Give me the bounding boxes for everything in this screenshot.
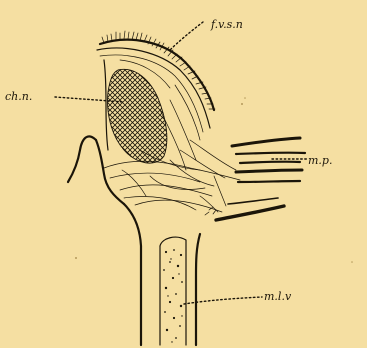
mp-fibers [216,138,305,220]
mlv-column [160,237,186,345]
mlv-stipple [163,249,183,343]
leader-fvsn [170,22,203,50]
label-fvsn: f.v.s.n [210,18,243,31]
label-chn: ch.n. [5,90,32,103]
label-mlv: m.l.v [264,290,292,303]
chn-mass [108,69,167,163]
label-mp: m.p. [308,154,332,167]
stalk-outline [68,136,200,345]
